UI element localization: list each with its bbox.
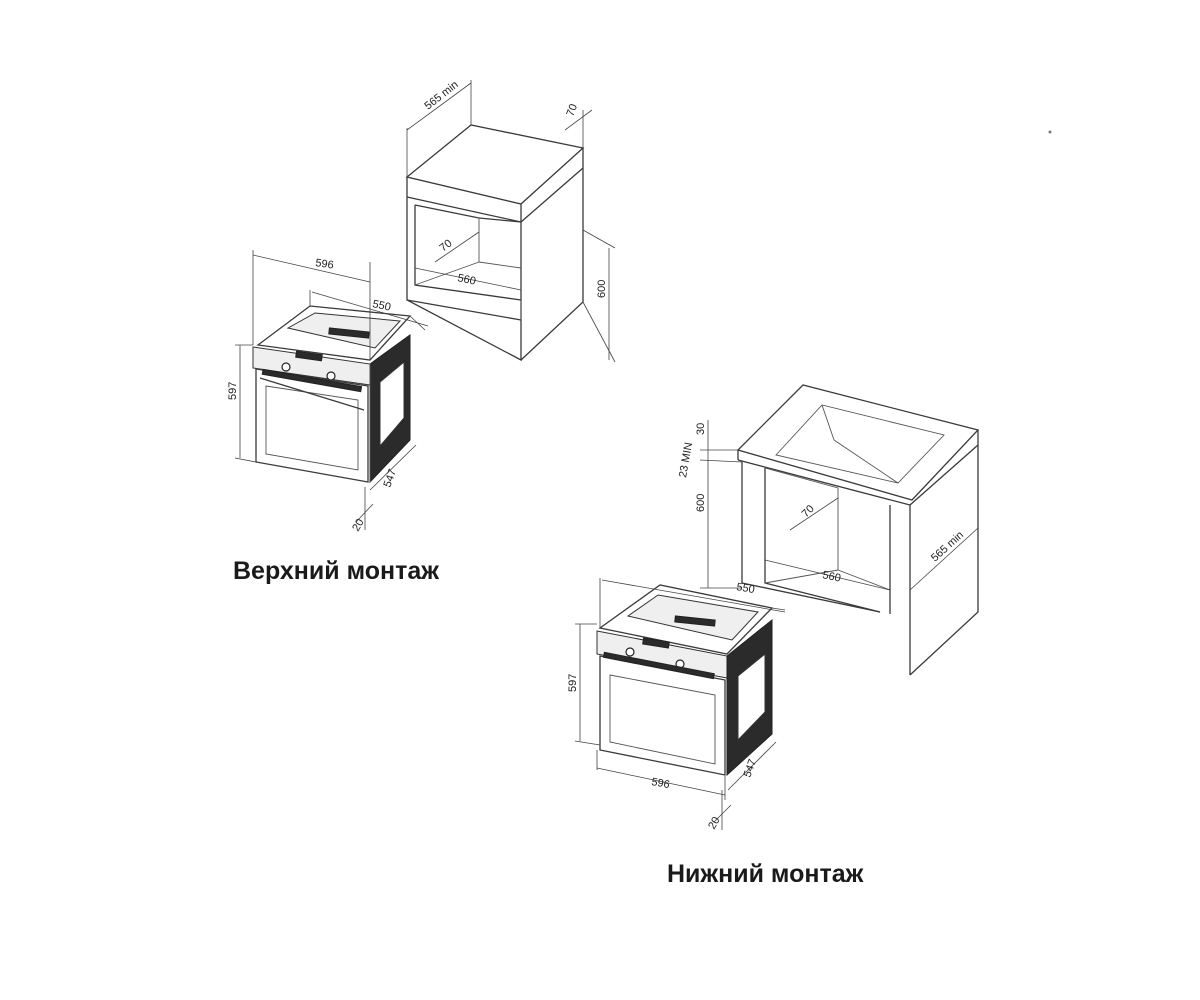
top-niche-depth-label: 565 min: [422, 79, 460, 113]
top-niche-inner-width-label: 560: [456, 272, 476, 288]
stray-mark: [1048, 130, 1052, 134]
bottom-oven-width-label: 596: [650, 776, 670, 791]
top-niche-height-label: 600: [596, 280, 608, 298]
bottom-oven-dimensions: 550 597 596 547 20: [567, 578, 786, 832]
bottom-oven-side-depth-label: 547: [742, 758, 760, 779]
bottom-oven-height-label: 597: [567, 674, 579, 692]
top-oven-depth-label: 550: [371, 298, 391, 314]
bottom-niche-dimensions: 30 23 MIN 600 70 560 565 min: [677, 420, 979, 591]
bottom-oven-front-label: 20: [706, 815, 723, 832]
bottom-niche-height-label: 600: [695, 494, 707, 512]
bottom-niche-top-label: 30: [695, 423, 707, 435]
bottom-niche-depth-label: 565 min: [929, 529, 966, 564]
bottom-oven-depth-label: 550: [735, 581, 755, 596]
bottom-oven: [596, 584, 774, 777]
top-oven-front-label: 20: [350, 517, 367, 534]
bottom-niche-gap-min-label: 23 MIN: [677, 441, 695, 478]
top-oven-dimensions: 596 550 597 547 20: [227, 250, 429, 534]
top-mount-caption: Верхний монтаж: [233, 557, 439, 585]
top-oven: [252, 305, 412, 484]
top-oven-width-label: 596: [315, 257, 335, 271]
top-niche-top-gap-label: 70: [565, 102, 580, 118]
top-niche-cabinet: [405, 124, 585, 362]
top-niche-inner-gap-label: 70: [437, 237, 454, 254]
bottom-niche-cabinet: [736, 384, 980, 676]
top-oven-side-depth-label: 547: [382, 468, 400, 489]
bottom-niche-inner-width-label: 560: [821, 569, 841, 585]
bottom-niche-inner-gap-label: 70: [800, 503, 817, 520]
top-oven-height-label: 597: [227, 382, 239, 400]
bottom-mount-caption: Нижний монтаж: [667, 860, 864, 888]
